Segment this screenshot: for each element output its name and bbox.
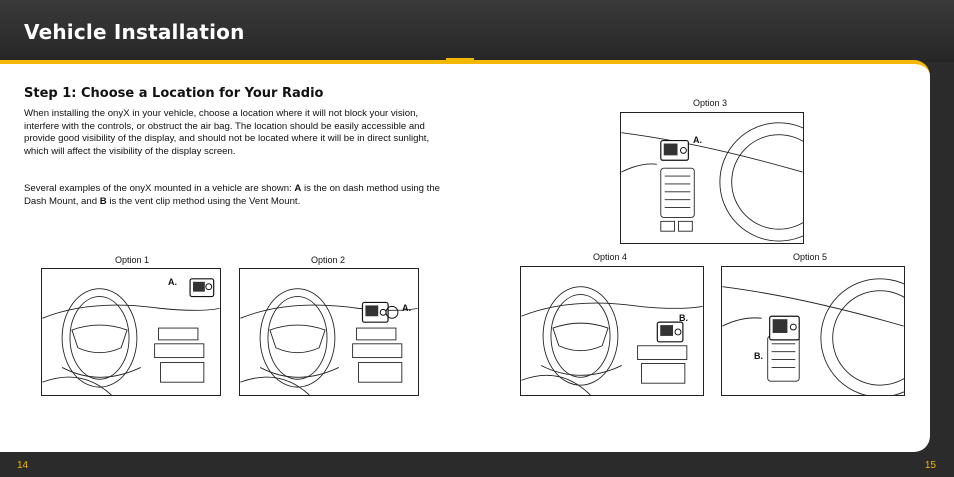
examples-text-mid: is the on dash method using the Dash Mou…	[24, 183, 440, 207]
option-1-caption: Option 1	[115, 255, 150, 265]
option-2-label: A.	[402, 303, 411, 313]
option-3-label: A.	[693, 135, 702, 145]
option-5-label: B.	[754, 351, 763, 361]
dashboard-illustration	[621, 122, 803, 242]
option-5-caption: Option 5	[793, 252, 828, 262]
option-2-caption: Option 2	[311, 255, 346, 265]
examples-text-pre: Several examples of the onyX mounted in …	[24, 183, 295, 194]
dashboard-illustration	[42, 278, 220, 395]
radio-device-icon	[656, 321, 684, 343]
examples-text-post: is the vent clip method using the Vent M…	[106, 195, 301, 207]
dashboard-illustration	[722, 278, 904, 395]
dashboard-illustration	[240, 288, 418, 395]
option-2-figure: A.	[239, 268, 419, 396]
option-4-label: B.	[679, 313, 688, 323]
option-1-figure: A.	[41, 268, 221, 396]
option-3-caption: Option 3	[693, 98, 728, 108]
examples-text-b: B	[99, 195, 107, 207]
option-3-figure: A.	[620, 112, 804, 244]
page-title: Vehicle Installation	[24, 20, 245, 44]
option-5-figure: B.	[721, 266, 905, 396]
page-number-left: 14	[17, 460, 29, 471]
step-title: Step 1: Choose a Location for Your Radio	[24, 86, 324, 101]
dashboard-illustration	[521, 286, 703, 395]
radio-device-icon	[361, 301, 399, 323]
accent-tab	[446, 58, 474, 60]
radio-device-icon	[660, 139, 689, 161]
intro-paragraph: When installing the onyX in your vehicle…	[24, 108, 430, 157]
examples-text-a: A	[294, 183, 302, 194]
examples-paragraph: Several examples of the onyX mounted in …	[24, 183, 444, 208]
page-number-right: 15	[924, 460, 936, 471]
option-1-label: A.	[168, 277, 177, 287]
option-4-figure: B.	[520, 266, 704, 396]
radio-device-icon	[769, 315, 800, 341]
option-4-caption: Option 4	[593, 252, 628, 262]
page-header: Vehicle Installation	[0, 0, 954, 62]
radio-device-icon	[189, 278, 215, 298]
